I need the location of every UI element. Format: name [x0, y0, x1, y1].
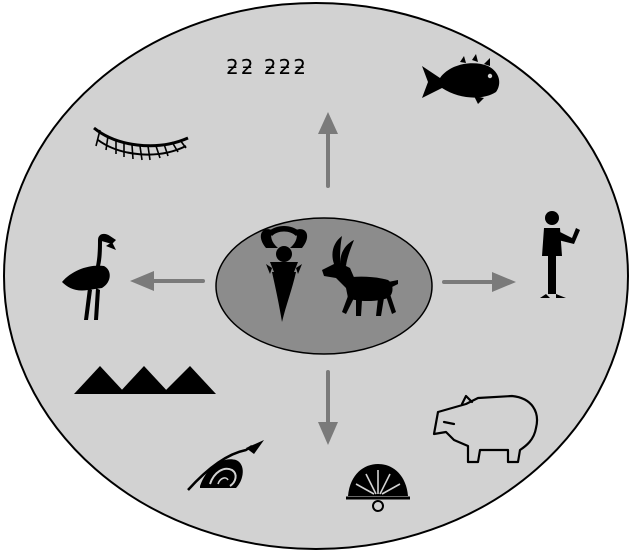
svg-text:ƻƻ ƻƻƻ: ƻƻ ƻƻƻ [226, 55, 308, 79]
water-zigzag-icon: ƻƻ ƻƻƻ [226, 55, 308, 79]
inner-disc [216, 218, 432, 354]
